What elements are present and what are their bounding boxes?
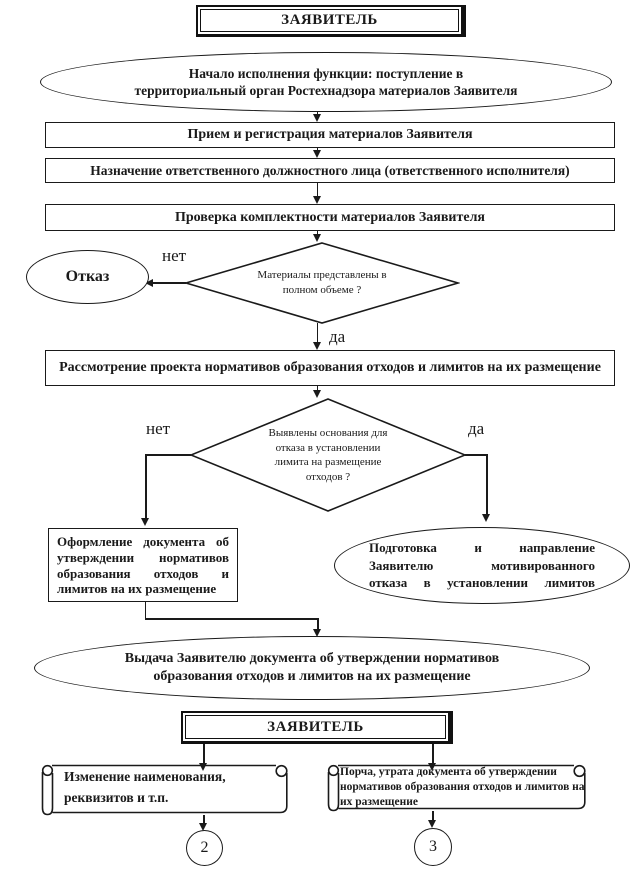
scroll-name-change [41,764,288,816]
connector-line [152,282,186,284]
arrowhead-down [312,390,321,398]
arrowhead-down [428,820,436,828]
offpage-connector-2: 2 [186,830,223,866]
start-line-2: территориальный орган Ростехнадзора мате… [134,83,518,98]
process-reception: Прием и регистрация материалов Заявителя [45,122,615,148]
arrowhead-down [313,629,321,637]
scroll-document-loss-text: Порча, утрата документа об утверждении н… [340,765,588,810]
arrowhead-down [312,234,321,242]
connector-line [316,231,319,235]
decision-2-line-4: отходов ? [305,470,351,483]
decision-2-line-1: Выявлены основания для [268,427,388,439]
arrowhead-down [312,196,321,204]
connector-line [144,602,147,620]
arrowhead-down [312,150,321,158]
process-5-line-4: лимитов на их размещение [57,581,217,597]
motivated-refusal-line-2: Заявителю мотивированного [369,557,595,573]
issue-document-ellipse: Выдача Заявителю документа об утверждени… [34,636,590,700]
connector-line [432,811,434,821]
connector-line [144,618,319,620]
process-5-line-2: утверждении нормативов [57,549,229,565]
arrowhead-down [141,518,149,526]
scroll-name-change-text: Изменение наименования, реквизитов и т.п… [64,766,286,808]
process-completeness-check-label: Проверка комплектности материалов Заявит… [174,209,486,225]
connector-line [203,815,205,824]
scroll-left-line-2: реквизитов и т.п. [64,790,169,805]
connector-line [432,744,434,765]
process-assignment-label: Назначение ответственного должностного л… [90,162,570,178]
decision-2-line-3: лимита на размещение [274,456,382,468]
decision-materials-complete [184,242,460,324]
start-ellipse: Начало исполнения функции: поступление в… [40,52,612,112]
connector-line [145,454,191,456]
decision-1-line-1: Материалы представлены в [257,269,387,281]
arrowhead-down [312,114,321,122]
connector-line [316,323,319,343]
arrowhead-down [199,763,207,771]
decision-materials-complete-text: Материалы представлены в полном объеме ? [232,261,412,305]
process-review: Рассмотрение проекта нормативов образова… [45,350,615,386]
arrowhead-down [428,763,436,771]
connector-line [203,744,205,765]
offpage-connector-3: 3 [414,828,452,866]
connector-line [465,454,488,456]
decision-2-line-2: отказа в установлении [275,441,381,454]
edge-label-no-1: нет [162,246,187,265]
terminator-applicant-bottom-label: ЗАЯВИТЕЛЬ [267,718,364,735]
process-document-preparation: Оформление документа об утверждении норм… [48,528,238,602]
start-line-1: Начало исполнения функции: поступление в [188,66,464,81]
connector-line [145,454,147,520]
scroll-left-line-1: Изменение наименования, [64,769,226,784]
arrowhead-left [145,278,153,287]
offpage-connector-2-label: 2 [200,839,209,856]
scroll-right-line-2: нормативов образования отходов и лимитов… [340,781,585,793]
connector-line [317,618,319,631]
terminator-applicant-top: ЗАЯВИТЕЛЬ [196,5,466,37]
decision-refusal-grounds [189,398,467,512]
connector-line [316,183,319,196]
scroll-right-line-1: Порча, утрата документа об утверждении [340,766,557,778]
motivated-refusal-ellipse: Подготовка и направление Заявителю мотив… [334,527,630,604]
terminator-applicant-top-label: ЗАЯВИТЕЛЬ [281,12,378,28]
process-completeness-check: Проверка комплектности материалов Заявит… [45,204,615,231]
process-5-line-1: Оформление документа об [57,534,229,549]
offpage-connector-3-label: 3 [429,838,437,855]
arrowhead-down [482,514,490,522]
scroll-right-line-3: их размещение [340,796,418,808]
motivated-refusal-line-1: Подготовка и направление [369,540,595,556]
connector-line [316,386,319,391]
process-review-label: Рассмотрение проекта нормативов образова… [59,360,601,375]
refusal-label: Отказ [65,268,110,285]
process-assignment: Назначение ответственного должностного л… [45,158,615,183]
process-5-line-3: образования отходов и [57,565,229,581]
edge-label-yes-1: да [329,327,346,346]
decision-refusal-grounds-text: Выявлены основания для отказа в установл… [238,412,418,498]
decision-1-line-2: полном объеме ? [282,284,362,296]
process-reception-label: Прием и регистрация материалов Заявителя [187,127,473,142]
scroll-document-loss [327,764,586,812]
refusal-ellipse: Отказ [26,250,149,304]
issue-line-1: Выдача Заявителю документа об утверждени… [124,651,500,666]
motivated-refusal-line-3: отказа в установлении лимитов [369,575,595,591]
edge-label-no-2: нет [146,419,171,438]
edge-label-yes-2: да [468,419,485,438]
arrowhead-down [199,823,207,831]
connector-line [486,454,488,516]
arrowhead-down [312,342,321,350]
issue-line-2: образования отходов и лимитов на их разм… [153,669,471,684]
terminator-applicant-bottom: ЗАЯВИТЕЛЬ [181,711,453,744]
